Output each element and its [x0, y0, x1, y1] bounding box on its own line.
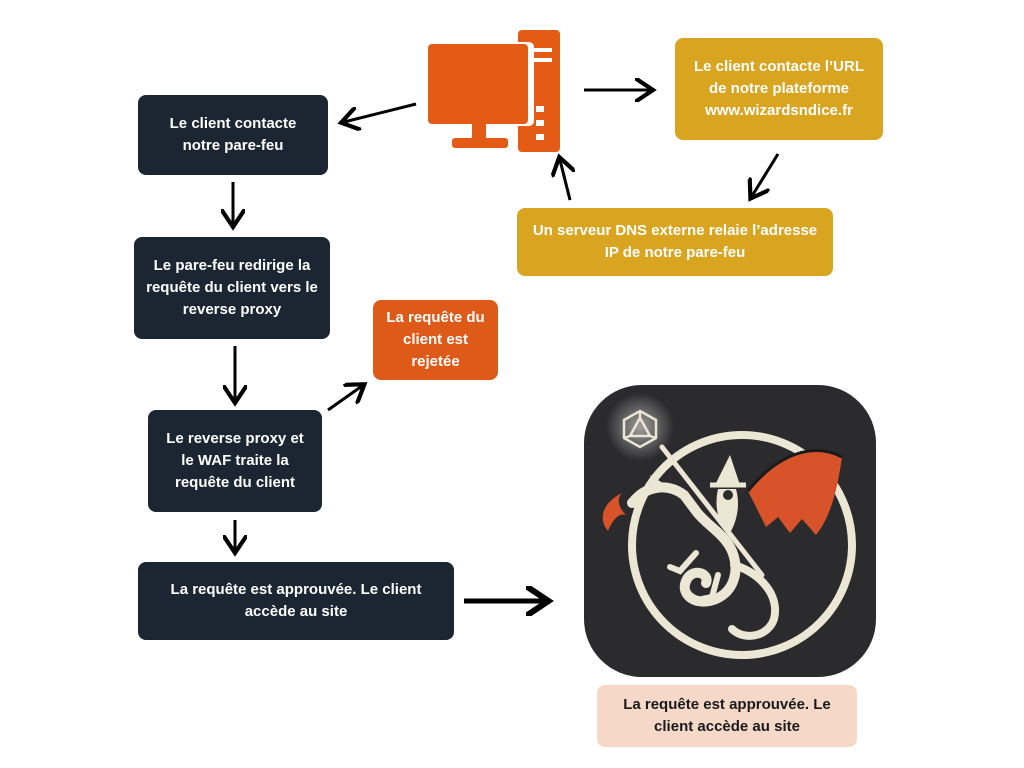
node-site-caption: La requête est approuvée. Le client accè…: [597, 685, 857, 747]
node-dns-relays-ip: Un serveur DNS externe relaie l’adresse …: [517, 208, 833, 276]
node-request-approved: La requête est approuvée. Le client accè…: [138, 562, 454, 640]
arrow-computer-to-firewall: [344, 102, 417, 122]
dragon-wizard-dice-logo: [584, 385, 876, 677]
arrow-dns-to-computer: [560, 160, 570, 201]
node-client-contacts-firewall: Le client contacte notre pare-feu: [138, 95, 328, 175]
node-proxy-waf-processes: Le reverse proxy et le WAF traite la req…: [148, 410, 322, 512]
desktop-computer-icon: [424, 30, 560, 152]
node-request-rejected: La requête du client est rejetée: [373, 300, 498, 380]
arrow-proxy-to-rejected: [327, 386, 362, 412]
node-client-contacts-url: Le client contacte l’URL de notre platef…: [675, 38, 883, 140]
node-firewall-redirects: Le pare-feu redirige la requête du clien…: [134, 237, 330, 339]
arrow-url-to-dns: [752, 153, 780, 196]
